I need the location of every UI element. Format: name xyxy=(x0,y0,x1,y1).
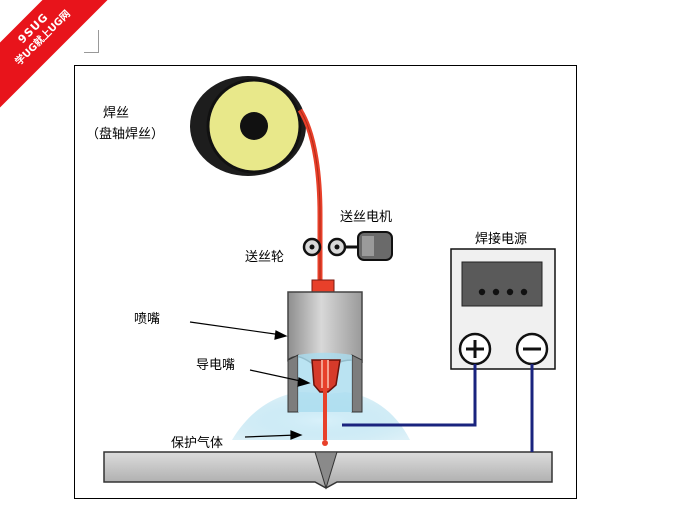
feed-motor xyxy=(357,231,393,261)
workpiece-plate xyxy=(103,451,553,490)
power-source-box xyxy=(450,248,556,370)
label-wire-sub: （盘轴焊丝） xyxy=(86,127,165,142)
page-corner-mark xyxy=(84,30,99,53)
label-feed-motor: 送丝电机 xyxy=(340,210,393,225)
label-nozzle: 喷嘴 xyxy=(134,312,161,327)
feed-rollers xyxy=(302,237,360,257)
label-shield-gas: 保护气体 xyxy=(171,436,224,451)
shield-gas-cloud xyxy=(232,392,410,440)
positive-cable xyxy=(342,364,477,427)
label-feed-roller: 送丝轮 xyxy=(245,250,285,265)
contact-tip xyxy=(311,359,341,446)
label-power-source: 焊接电源 xyxy=(475,232,528,247)
leader-arrows xyxy=(189,321,311,440)
label-contact-tip: 导电嘴 xyxy=(196,358,236,373)
wire-spool xyxy=(190,76,306,176)
label-wire: 焊丝 xyxy=(103,106,130,121)
